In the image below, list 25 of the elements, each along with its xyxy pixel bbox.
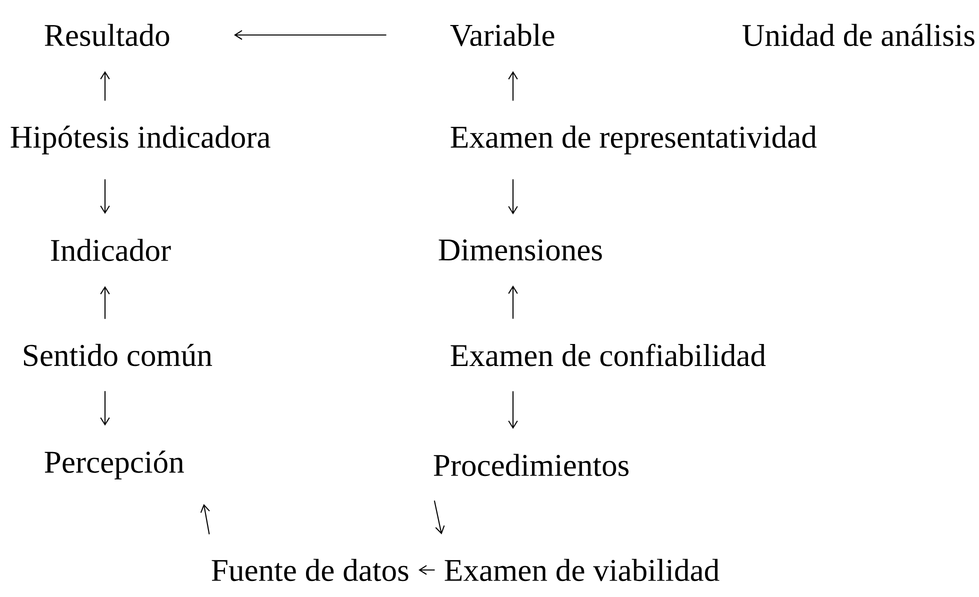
term-label: Indicador: [51, 238, 171, 262]
term-label: Examen de confiabilidad: [450, 344, 766, 366]
term-label: Examen de representatividad: [450, 126, 817, 154]
arrow: [100, 179, 110, 214]
term-label: Fuente de datos: [212, 558, 408, 582]
term-label: Examen de viabilidad: [444, 558, 720, 582]
arrow: [234, 30, 386, 40]
arrow: [508, 286, 518, 319]
arrow: [418, 565, 435, 575]
arrow: [508, 391, 518, 429]
term-label: Procedimientos: [434, 454, 628, 476]
arrow: [100, 71, 110, 101]
term-label: Variable: [450, 24, 554, 46]
arrow: [100, 286, 110, 319]
term-label: Resultado: [44, 24, 170, 46]
term-label: Unidad de análisis: [742, 24, 974, 46]
term-label: Hipótesis indicadora: [10, 126, 270, 154]
term-label: Sentido común: [24, 344, 212, 366]
arrow: [434, 500, 445, 534]
arrow: [200, 504, 210, 534]
term-label: Percepción: [44, 450, 184, 480]
arrow: [100, 391, 110, 426]
arrow: [508, 71, 518, 101]
arrow: [508, 179, 518, 214]
term-label: Dimensiones: [438, 239, 602, 261]
